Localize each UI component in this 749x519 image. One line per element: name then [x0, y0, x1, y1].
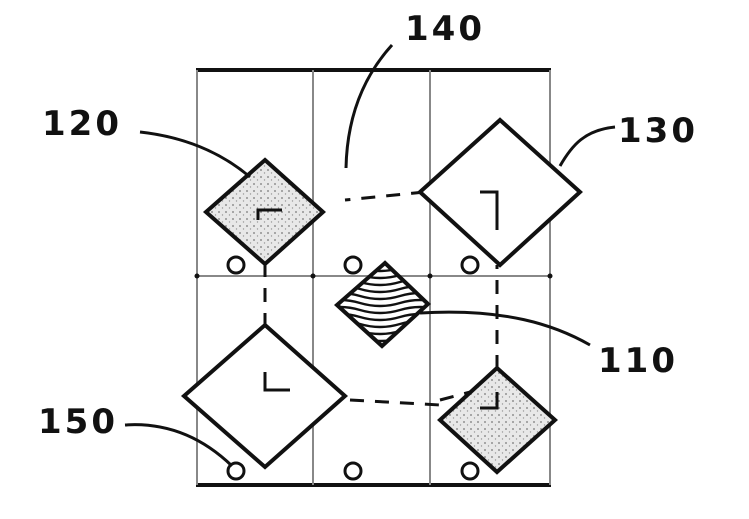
grid-frame — [194, 68, 553, 487]
leader-110 — [419, 310, 591, 347]
diamond-bottom-left — [180, 322, 349, 470]
leader-150 — [124, 423, 234, 468]
label-110: 110 — [598, 341, 678, 381]
leader-140 — [344, 43, 394, 169]
circle-markers — [226, 255, 480, 481]
label-140: 140 — [405, 9, 485, 49]
label-120: 120 — [42, 104, 122, 144]
leader-120 — [139, 130, 251, 179]
label-150: 150 — [38, 402, 118, 442]
diamond-130 — [417, 117, 583, 268]
label-130: 130 — [618, 111, 698, 151]
leader-lines — [124, 43, 616, 468]
leader-130 — [558, 125, 616, 167]
diamond-bottom-right — [437, 365, 558, 475]
diamond-120 — [202, 157, 326, 267]
